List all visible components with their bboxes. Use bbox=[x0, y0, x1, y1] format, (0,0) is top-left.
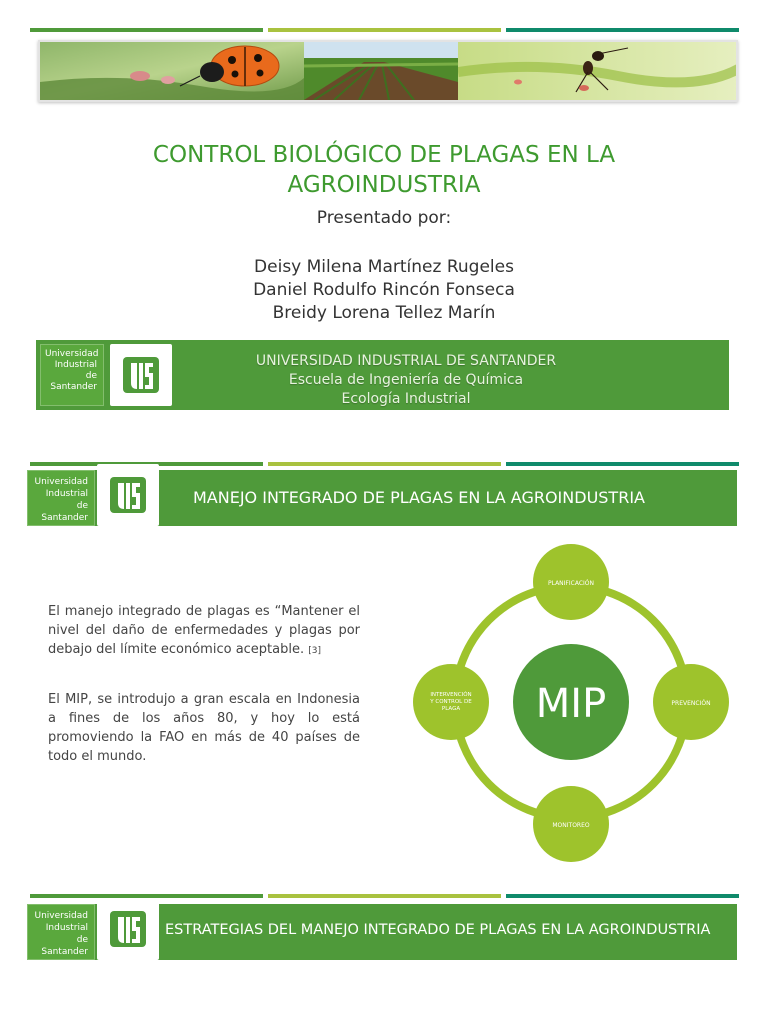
university-text-logo: Universidad Industrial de Santander bbox=[27, 904, 95, 960]
university-name: UNIVERSIDAD INDUSTRIAL DE SANTANDER bbox=[255, 353, 557, 369]
authors-list: Deisy Milena Martínez Rugeles Daniel Rod… bbox=[84, 256, 684, 325]
slide-header-band: Universidad Industrial de Santander ESTR… bbox=[27, 898, 737, 960]
node-monitoring bbox=[533, 786, 609, 862]
mip-cycle-diagram: MIP PLANIFICACIÓN PREVENCIÓN MONITOREO I… bbox=[413, 544, 729, 862]
uis-logo-icon bbox=[110, 344, 172, 406]
mip-center-circle bbox=[513, 644, 629, 760]
crop-field-photo bbox=[304, 42, 458, 100]
definition-paragraph: El manejo integrado de plagas es “Manten… bbox=[48, 604, 360, 657]
slide-title: CONTROL BIOLÓGICO DE PLAGAS EN LA AGROIN… bbox=[0, 0, 768, 430]
slide-heading: ESTRATEGIAS DEL MANEJO INTEGRADO DE PLAG… bbox=[165, 922, 711, 938]
mip-center-label: MIP bbox=[536, 681, 606, 727]
university-text-logo: Universidad Industrial de Santander bbox=[27, 470, 95, 526]
school-name: Escuela de Ingeniería de Química bbox=[288, 372, 524, 388]
university-footer-band: Universidad Industrial de Santander UNIV… bbox=[36, 340, 729, 410]
slide-strategies: Universidad Industrial de Santander ESTR… bbox=[0, 880, 768, 1024]
institution-block: UNIVERSIDAD INDUSTRIAL DE SANTANDER Escu… bbox=[196, 352, 616, 409]
top-stripe-lime bbox=[268, 894, 501, 898]
author-name: Deisy Milena Martínez Rugeles bbox=[254, 257, 514, 277]
top-stripe-teal bbox=[506, 894, 739, 898]
university-text-logo: Universidad Industrial de Santander bbox=[40, 344, 104, 406]
top-stripe-lime bbox=[268, 462, 501, 466]
course-name: Ecología Industrial bbox=[341, 391, 471, 407]
top-stripe-green bbox=[30, 28, 263, 32]
top-stripe-teal bbox=[506, 28, 739, 32]
node-planning bbox=[533, 544, 609, 620]
node-prevention bbox=[653, 664, 729, 740]
history-paragraph: El MIP, se introdujo a gran escala en In… bbox=[48, 692, 360, 764]
node-planning-label: PLANIFICACIÓN bbox=[548, 580, 594, 587]
photo-banner bbox=[38, 40, 738, 102]
author-name: Daniel Rodulfo Rincón Fonseca bbox=[253, 280, 515, 300]
slide-header-band: Universidad Industrial de Santander MANE… bbox=[27, 464, 737, 526]
node-monitoring-label: MONITOREO bbox=[552, 822, 590, 829]
uis-logo-icon bbox=[97, 464, 159, 526]
node-intervention-label-1: INTERVENCIÓN bbox=[430, 691, 471, 698]
presentation-title: CONTROL BIOLÓGICO DE PLAGAS EN LA AGROIN… bbox=[84, 140, 684, 200]
presented-by-label: Presentado por: bbox=[316, 208, 452, 228]
slide-mip: Universidad Industrial de Santander MANE… bbox=[0, 456, 768, 886]
citation-ref: [3] bbox=[308, 646, 321, 656]
node-intervention bbox=[413, 664, 489, 740]
top-stripe-lime bbox=[268, 28, 501, 32]
node-prevention-label: PREVENCIÓN bbox=[671, 700, 710, 707]
insect-photo bbox=[458, 42, 736, 100]
node-intervention-label-2: Y CONTROL DE bbox=[429, 699, 472, 705]
top-stripe-green bbox=[30, 894, 263, 898]
uis-logo-icon bbox=[97, 898, 159, 960]
slide-heading: MANEJO INTEGRADO DE PLAGAS EN LA AGROIND… bbox=[193, 488, 645, 507]
author-name: Breidy Lorena Tellez Marín bbox=[272, 303, 496, 323]
title-line-2: AGROINDUSTRIA bbox=[287, 172, 481, 198]
ladybug-photo bbox=[40, 42, 304, 100]
top-stripe-teal bbox=[506, 462, 739, 466]
node-intervention-label-3: PLAGA bbox=[442, 706, 460, 712]
title-line-1: CONTROL BIOLÓGICO DE PLAGAS EN LA bbox=[152, 142, 616, 168]
